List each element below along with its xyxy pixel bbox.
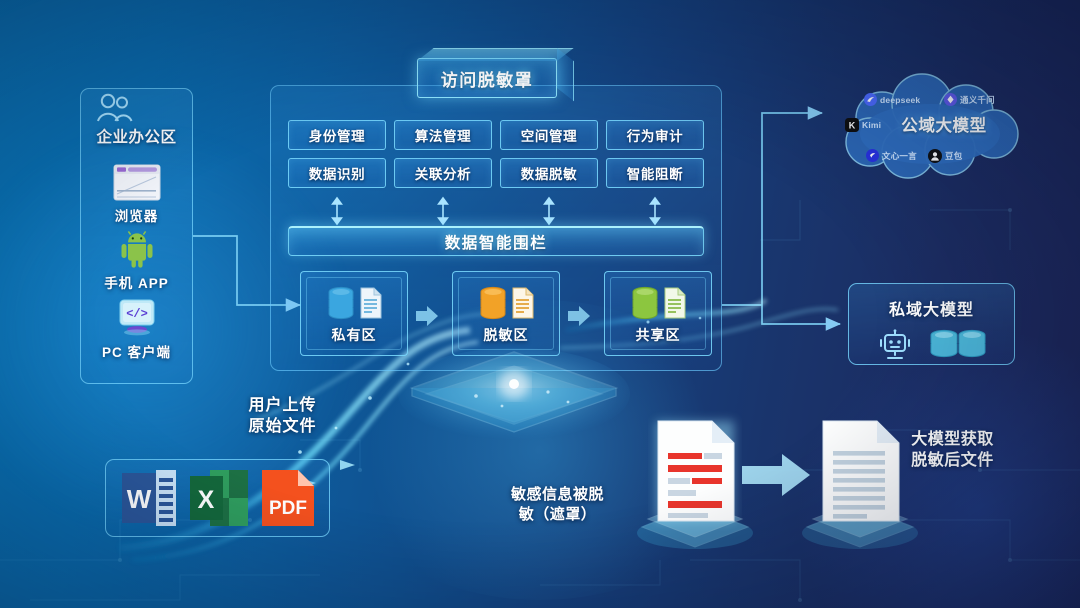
access-mask-header: 访问脱敏罩 <box>417 48 574 102</box>
brand-wenxin: 文心一言 <box>866 149 917 162</box>
brand-label: 通义千问 <box>960 94 995 105</box>
zone-masked[interactable]: 脱敏区 <box>452 271 560 356</box>
brand-kimi: K Kimi <box>845 118 881 132</box>
result-caption: 大模型获取 脱敏后文件 <box>885 430 1020 472</box>
word-file-icon[interactable]: W <box>121 470 176 526</box>
pdf-file-icon[interactable]: PDF <box>261 470 314 526</box>
brand-deepseek: deepseek <box>864 93 920 106</box>
pdf-letter: PDF <box>269 498 307 519</box>
channel-pc-client[interactable]: </> PC 客户端 <box>80 298 193 361</box>
mask-front-face <box>417 58 557 98</box>
module-identity-management[interactable]: 身份管理 <box>288 120 386 150</box>
sensitive-document <box>637 420 753 549</box>
zone-label: 脱敏区 <box>483 327 529 343</box>
zone-arrow-2 <box>568 306 590 326</box>
upload-caption-line-2: 原始文件 <box>248 417 317 435</box>
bidirectional-arrows <box>331 196 661 226</box>
result-caption-line-1: 大模型获取 <box>911 431 994 448</box>
users-icon <box>97 93 133 122</box>
database-stack-icon <box>930 329 985 358</box>
brand-doubao: 豆包 <box>928 149 962 163</box>
masking-caption: 敏感信息被脱 敏（遮罩） <box>495 485 620 524</box>
access-mask-label: 访问脱敏罩 <box>440 70 534 90</box>
glowing-platform <box>398 348 630 440</box>
deepseek-logo <box>864 93 877 106</box>
excel-file-icon[interactable]: X <box>189 470 248 526</box>
masking-caption-line-1: 敏感信息被脱 <box>510 486 604 503</box>
module-grid: 身份管理 算法管理 空间管理 行为审计 数据识别 关联分析 数据脱敏 智能阻断 <box>288 120 704 188</box>
uploaded-files-row: W X PDF <box>105 462 330 534</box>
doubao-logo <box>928 149 942 163</box>
module-algorithm-management[interactable]: 算法管理 <box>394 120 492 150</box>
zone-inner-border <box>306 277 402 350</box>
private-model-icons <box>848 325 1015 365</box>
robot-icon <box>879 329 910 359</box>
data-fence-band: 数据智能围栏 <box>288 226 704 256</box>
module-intelligent-blocking[interactable]: 智能阻断 <box>606 158 704 188</box>
module-data-masking[interactable]: 数据脱敏 <box>500 158 598 188</box>
zone-label: 共享区 <box>635 327 681 343</box>
office-zone-title: 企业办公区 <box>96 129 177 146</box>
word-letter: W <box>126 484 151 514</box>
brand-label: deepseek <box>880 94 921 105</box>
channel-label: 手机 APP <box>104 276 169 291</box>
public-cloud-label: 公域大模型 <box>901 117 987 135</box>
channel-label: PC 客户端 <box>101 345 171 360</box>
channel-label: 浏览器 <box>114 209 159 224</box>
svg-text:K: K <box>849 120 856 130</box>
database-file-icon <box>453 281 559 325</box>
channel-browser[interactable]: 浏览器 <box>80 162 193 225</box>
zone-private[interactable]: 私有区 <box>300 271 408 356</box>
excel-letter: X <box>197 486 214 514</box>
result-caption-line-2: 脱敏后文件 <box>911 451 994 469</box>
mask-side-face <box>557 48 574 102</box>
pc-client-icon: </> <box>80 298 193 338</box>
channel-mobile-app[interactable]: 手机 APP <box>80 229 193 292</box>
brand-label: 豆包 <box>945 151 963 161</box>
main-platform-panel <box>270 85 722 371</box>
brand-tongyi: 通义千问 <box>944 93 995 106</box>
zone-arrow-1 <box>416 306 438 326</box>
kimi-logo: K <box>845 118 859 132</box>
zone-shared[interactable]: 共享区 <box>604 271 712 356</box>
module-behavior-audit[interactable]: 行为审计 <box>606 120 704 150</box>
browser-icon <box>80 162 193 202</box>
zone-inner-border <box>610 277 706 350</box>
tongyi-logo <box>944 93 957 106</box>
svg-text:</>: </> <box>126 307 148 321</box>
private-model-label: 私域大模型 <box>888 302 974 319</box>
zone-label: 私有区 <box>331 327 377 343</box>
upload-caption-line-1: 用户上传 <box>248 397 317 414</box>
module-data-identification[interactable]: 数据识别 <box>288 158 386 188</box>
database-file-icon <box>301 281 407 325</box>
brand-label: Kimi <box>862 120 882 130</box>
upload-caption: 用户上传 原始文件 <box>215 396 350 438</box>
masking-caption-line-2: 敏（遮罩） <box>518 505 597 523</box>
brand-label: 文心一言 <box>882 150 917 161</box>
module-correlation-analysis[interactable]: 关联分析 <box>394 158 492 188</box>
database-file-icon <box>605 281 711 325</box>
module-space-management[interactable]: 空间管理 <box>500 120 598 150</box>
masked-document <box>802 420 918 549</box>
wenxin-logo <box>866 149 879 162</box>
android-icon <box>80 229 193 269</box>
masking-flow-arrow <box>742 454 810 496</box>
